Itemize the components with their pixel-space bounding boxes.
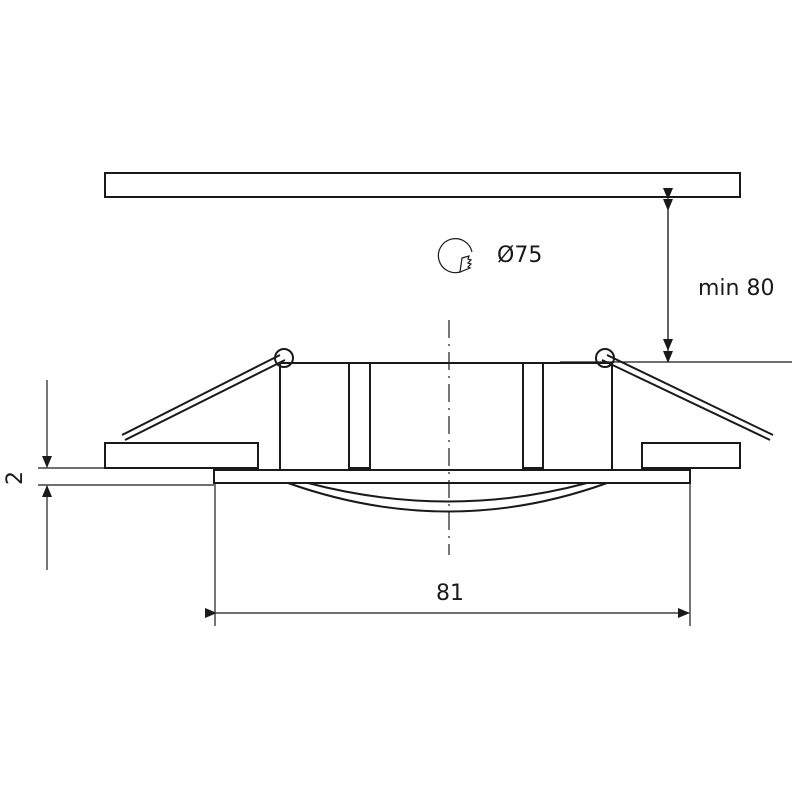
upper-ceiling-section <box>104 172 741 198</box>
ceiling-left-section <box>104 442 259 469</box>
min-depth-label: min 80 <box>698 276 774 301</box>
overall-width-dimension <box>205 483 691 626</box>
flange-thickness-label: 2 <box>3 471 28 485</box>
spring-clips <box>121 348 774 441</box>
cutout-saw-icon <box>437 238 473 274</box>
flange-thickness-dimension <box>38 380 214 570</box>
min-depth-dimension <box>560 188 792 363</box>
cutout-diameter-label: Ø75 <box>497 243 542 268</box>
overall-width-label: 81 <box>436 581 464 606</box>
luminaire-body <box>213 362 691 513</box>
ceiling-right-section <box>641 442 741 469</box>
